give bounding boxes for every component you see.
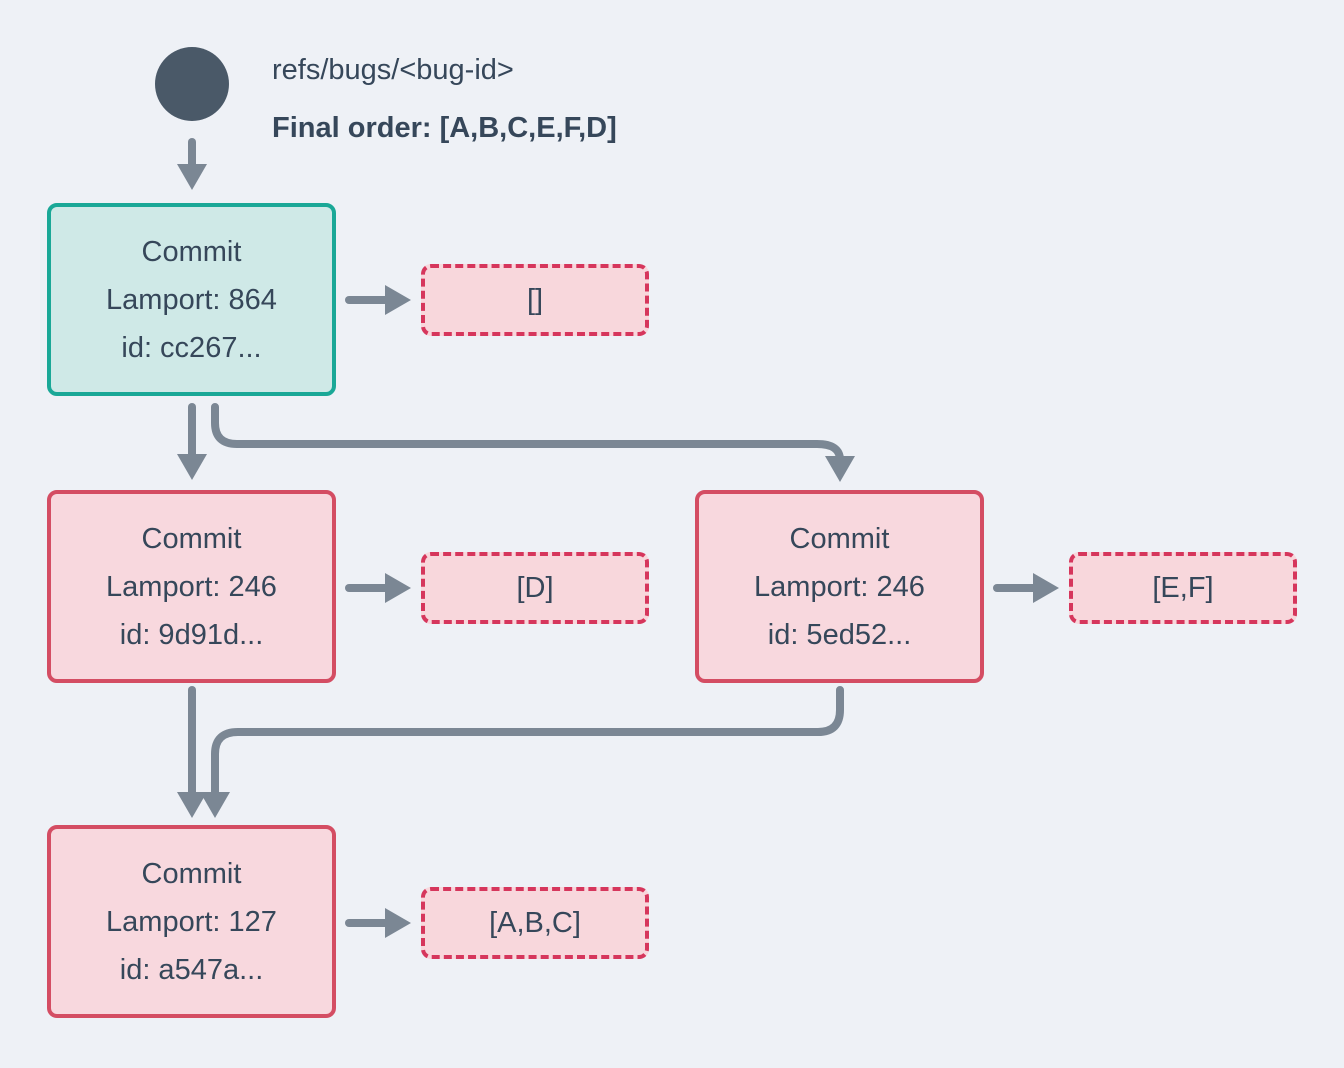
arrowhead-root-to-left [177, 454, 207, 480]
ops-list-right: [E,F] [1069, 552, 1297, 624]
commit-lamport: Lamport: 864 [106, 283, 277, 316]
ref-name-label: refs/bugs/<bug-id> [272, 54, 514, 86]
commit-title: Commit [141, 522, 242, 555]
commit-title: Commit [141, 857, 242, 890]
commit-node-right: Commit Lamport: 246 id: 5ed52... [695, 490, 984, 683]
ref-node-icon [155, 47, 229, 121]
commit-node-bottom: Commit Lamport: 127 id: a547a... [47, 825, 336, 1018]
final-order-label: Final order: [A,B,C,E,F,D] [272, 112, 617, 144]
commit-title: Commit [141, 235, 242, 268]
arrowhead-root-to-right [825, 456, 855, 482]
arrowhead-left-to-bottom [177, 792, 207, 818]
commit-id: id: 9d91d... [119, 618, 264, 651]
edge-right-to-bottom [211, 686, 844, 798]
commit-id: id: 5ed52... [767, 618, 912, 651]
commit-lamport: Lamport: 246 [106, 570, 277, 603]
arrowhead-left-to-ops [385, 573, 411, 603]
commit-lamport: Lamport: 127 [106, 905, 277, 938]
commit-node-left: Commit Lamport: 246 id: 9d91d... [47, 490, 336, 683]
ops-list-bottom: [A,B,C] [421, 887, 649, 959]
arrowhead-right-to-bottom [200, 792, 230, 818]
commit-title: Commit [789, 522, 890, 555]
edge-root-to-right [211, 403, 844, 464]
commit-node-root: Commit Lamport: 864 id: cc267... [47, 203, 336, 396]
arrowhead-ref-to-root [177, 164, 207, 190]
arrowhead-root-to-ops [385, 285, 411, 315]
arrowhead-bottom-to-ops [385, 908, 411, 938]
commit-id: id: a547a... [119, 953, 264, 986]
commit-lamport: Lamport: 246 [754, 570, 925, 603]
commit-id: id: cc267... [121, 331, 262, 364]
ops-list-left: [D] [421, 552, 649, 624]
arrowhead-right-to-ops [1033, 573, 1059, 603]
ops-list-root: [] [421, 264, 649, 336]
